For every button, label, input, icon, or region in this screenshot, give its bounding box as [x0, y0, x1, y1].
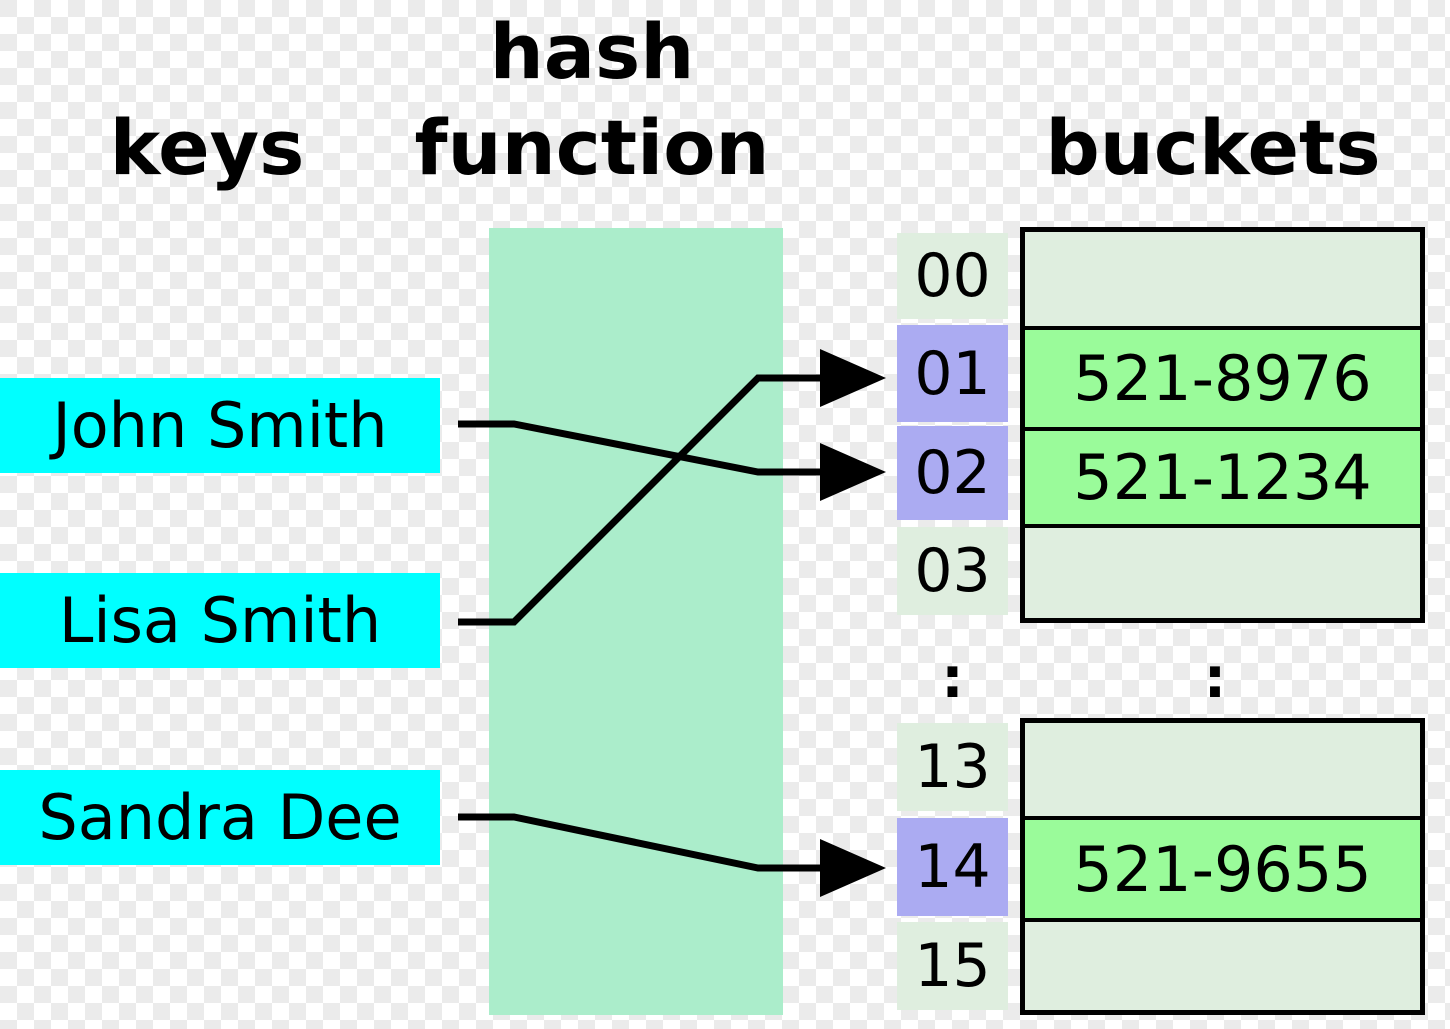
bucket-row-01: 521-8976	[1025, 326, 1420, 427]
heading-buckets: buckets	[1045, 103, 1381, 192]
bucket-row-02: 521-1234	[1025, 427, 1420, 524]
index-column-ellipsis: :	[941, 645, 964, 711]
index-cell-02: 02	[897, 426, 1008, 520]
bucket-table-top: 521-8976 521-1234	[1020, 227, 1425, 623]
index-cell-01: 01	[897, 325, 1008, 422]
index-cell-13: 13	[897, 723, 1008, 811]
hash-function-band	[489, 228, 783, 1015]
bucket-column-ellipsis: :	[1203, 645, 1227, 711]
bucket-row-15	[1025, 918, 1420, 1010]
heading-keys: keys	[109, 103, 305, 192]
key-box-john-smith: John Smith	[0, 378, 440, 473]
bucket-row-13	[1025, 723, 1420, 816]
index-cell-15: 15	[897, 922, 1008, 1010]
index-cell-03: 03	[897, 527, 1008, 615]
bucket-row-14: 521-9655	[1025, 816, 1420, 918]
bucket-table-bottom: 521-9655	[1020, 718, 1425, 1015]
key-box-sandra-dee: Sandra Dee	[0, 770, 440, 865]
index-cell-00: 00	[897, 233, 1008, 319]
bucket-row-00	[1025, 232, 1420, 326]
bucket-row-03	[1025, 524, 1420, 618]
heading-hash-line1: hash	[489, 7, 695, 96]
heading-hash-line2: function	[414, 103, 770, 192]
key-box-lisa-smith: Lisa Smith	[0, 573, 440, 668]
index-cell-14: 14	[897, 818, 1008, 916]
